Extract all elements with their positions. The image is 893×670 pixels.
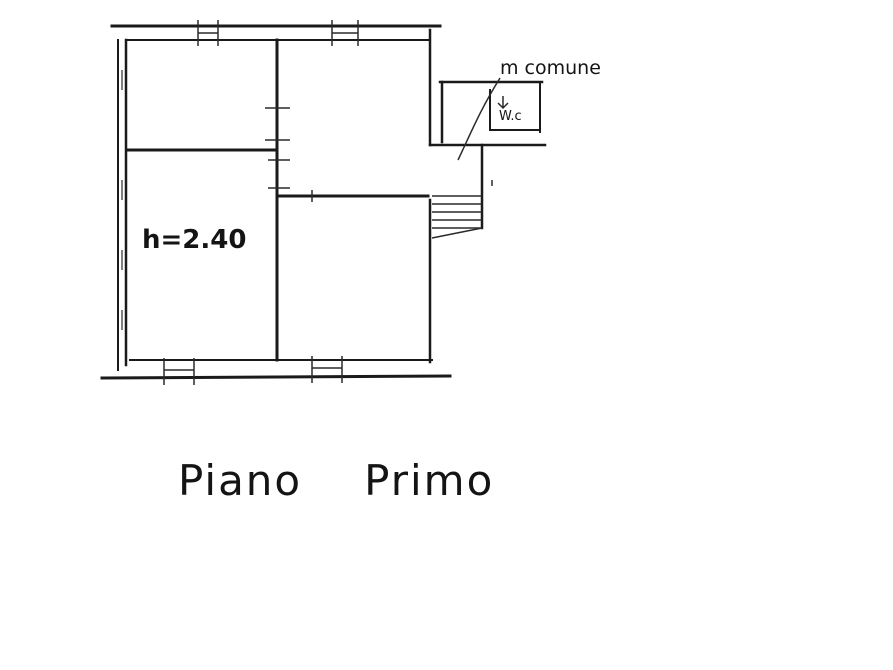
common-area-label: m comune: [500, 57, 601, 79]
staircase: [428, 77, 547, 239]
height-label: h=2.40: [142, 225, 246, 255]
inner-walls: [126, 38, 430, 362]
floor-title-word-1: Piano: [178, 456, 303, 505]
wc-label: W.c: [499, 109, 522, 124]
floor-title-word-2: Primo: [364, 456, 495, 505]
windows: [121, 20, 359, 385]
floor-title: Piano Primo: [178, 456, 556, 505]
outer-walls: [100, 24, 452, 380]
